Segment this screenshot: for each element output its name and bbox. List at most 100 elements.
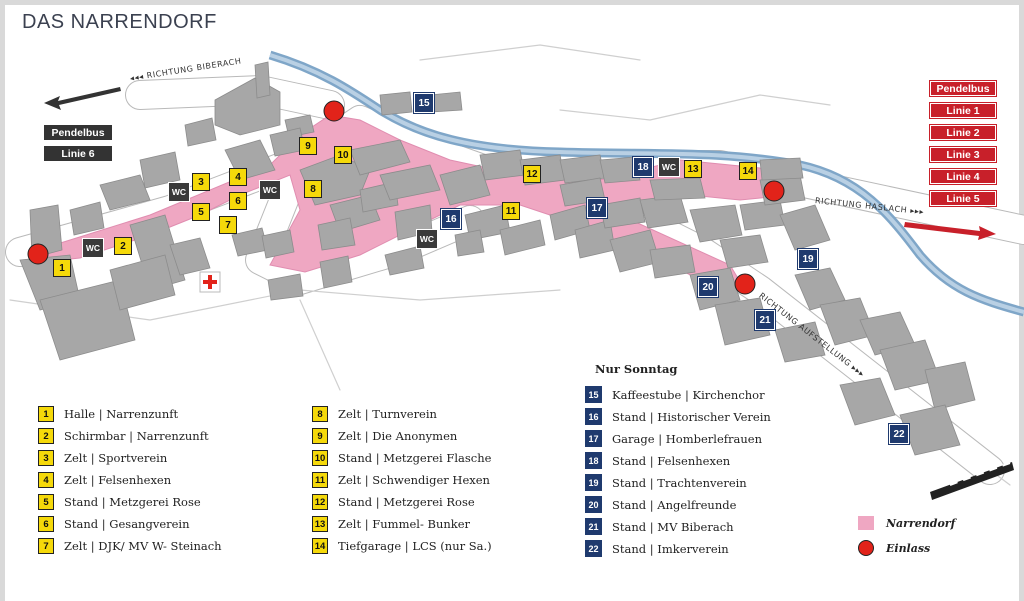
legend-text: Zelt | Sportverein xyxy=(64,451,168,465)
legend-text: Zelt | Fummel- Bunker xyxy=(338,517,471,531)
legend-number: 21 xyxy=(585,518,602,535)
legend-text: Garage | Homberlefrauen xyxy=(612,431,762,446)
frame-left xyxy=(0,0,5,601)
legend-item: 7 Zelt | DJK/ MV W- Steinach xyxy=(38,538,222,554)
map-marker-16: 16 xyxy=(440,208,462,230)
legend-item: 12 Stand | Metzgerei Rose xyxy=(312,494,475,510)
key-einlass-label: Einlass xyxy=(886,541,931,555)
legend-number: 9 xyxy=(312,428,328,444)
legend-text: Stand | Metzgerei Rose xyxy=(338,495,475,509)
legend-text: Stand | Metzgerei Flasche xyxy=(338,451,492,465)
legend-text: Stand | Gesangverein xyxy=(64,517,190,531)
legend-number: 17 xyxy=(585,430,602,447)
direction-arrow-icon-haslach xyxy=(904,222,996,240)
map-marker-7: 7 xyxy=(219,216,237,234)
legend-number: 4 xyxy=(38,472,54,488)
legend-number: 11 xyxy=(312,472,328,488)
map-marker-3: 3 xyxy=(192,173,210,191)
map-marker-10: 10 xyxy=(334,146,352,164)
right-bus-line-5: Linie 5 xyxy=(929,190,997,207)
map-marker-8: 8 xyxy=(304,180,322,198)
map-marker-6: 6 xyxy=(229,192,247,210)
legend-text: Zelt | Turnverein xyxy=(338,407,437,421)
legend-number: 12 xyxy=(312,494,328,510)
right-bus-line-3: Linie 3 xyxy=(929,146,997,163)
entrance-icon xyxy=(858,540,874,556)
legend-item: 11 Zelt | Schwendiger Hexen xyxy=(312,472,490,488)
legend-number: 5 xyxy=(38,494,54,510)
first-aid-icon xyxy=(199,271,221,293)
legend-text: Stand | MV Biberach xyxy=(612,519,734,534)
map-marker-11: 11 xyxy=(502,202,520,220)
legend-text: Zelt | DJK/ MV W- Steinach xyxy=(64,539,222,553)
map-marker-13: 13 xyxy=(684,160,702,178)
legend-item: 5 Stand | Metzgerei Rose xyxy=(38,494,201,510)
map-marker-21: 21 xyxy=(754,309,776,331)
legend-text: Stand | Trachtenverein xyxy=(612,475,747,490)
entrance-markers xyxy=(27,100,785,295)
legend-item: 20 Stand | Angelfreunde xyxy=(585,496,736,513)
legend-text: Kaffeestube | Kirchenchor xyxy=(612,387,765,402)
page-title: DAS NARRENDORF xyxy=(22,11,217,33)
wc-marker: WC xyxy=(658,157,680,177)
legend-number: 2 xyxy=(38,428,54,444)
left-bus-line: Linie 6 xyxy=(44,146,112,161)
legend-number: 14 xyxy=(312,538,328,554)
map-marker-15: 15 xyxy=(413,92,435,114)
left-bus-label: Pendelbus xyxy=(44,125,112,140)
legend-number: 16 xyxy=(585,408,602,425)
entrance-marker-south xyxy=(734,273,756,295)
legend-text: Tiefgarage | LCS (nur Sa.) xyxy=(338,539,492,553)
legend-item: 14 Tiefgarage | LCS (nur Sa.) xyxy=(312,538,492,554)
legend-item: 21 Stand | MV Biberach xyxy=(585,518,734,535)
map-marker-12: 12 xyxy=(523,165,541,183)
key-einlass: Einlass xyxy=(858,540,930,556)
zone-swatch xyxy=(858,516,874,530)
legend-item: 13 Zelt | Fummel- Bunker xyxy=(312,516,470,532)
wc-marker: WC xyxy=(259,180,281,200)
map-marker-4: 4 xyxy=(229,168,247,186)
map-marker-2: 2 xyxy=(114,237,132,255)
frame-right xyxy=(1019,0,1024,601)
map-marker-1: 1 xyxy=(53,259,71,277)
map-marker-20: 20 xyxy=(697,276,719,298)
legend-text: Schirmbar | Narrenzunft xyxy=(64,429,209,443)
map-marker-14: 14 xyxy=(739,162,757,180)
map-marker-19: 19 xyxy=(797,248,819,270)
legend-text: Stand | Historischer Verein xyxy=(612,409,771,424)
legend-number: 7 xyxy=(38,538,54,554)
legend-text: Stand | Imkerverein xyxy=(612,541,729,556)
map-marker-18: 18 xyxy=(632,156,654,178)
direction-arrow-icon-biberach xyxy=(44,87,121,110)
railway xyxy=(930,462,1014,500)
legend-text: Stand | Angelfreunde xyxy=(612,497,737,512)
legend-text: Stand | Metzgerei Rose xyxy=(64,495,201,509)
legend-number: 20 xyxy=(585,496,602,513)
right-bus-label: Pendelbus xyxy=(929,80,997,97)
entrance-marker-west xyxy=(27,243,49,265)
legend-item: 2 Schirmbar | Narrenzunft xyxy=(38,428,209,444)
wc-marker: WC xyxy=(168,182,190,202)
wc-marker: WC xyxy=(82,238,104,258)
right-bus-line-2: Linie 2 xyxy=(929,124,997,141)
legend-text: Zelt | Schwendiger Hexen xyxy=(338,473,490,487)
key-narrendorf: Narrendorf xyxy=(858,516,955,530)
legend-item: 16 Stand | Historischer Verein xyxy=(585,408,771,425)
legend-text: Stand | Felsenhexen xyxy=(612,453,731,468)
legend-number: 1 xyxy=(38,406,54,422)
legend-number: 13 xyxy=(312,516,328,532)
map-marker-22: 22 xyxy=(888,423,910,445)
legend-text: Halle | Narrenzunft xyxy=(64,407,179,421)
legend-item: 1 Halle | Narrenzunft xyxy=(38,406,178,422)
sunday-heading: Nur Sonntag xyxy=(595,362,678,376)
right-bus-line-1: Linie 1 xyxy=(929,102,997,119)
legend-item: 17 Garage | Homberlefrauen xyxy=(585,430,762,447)
